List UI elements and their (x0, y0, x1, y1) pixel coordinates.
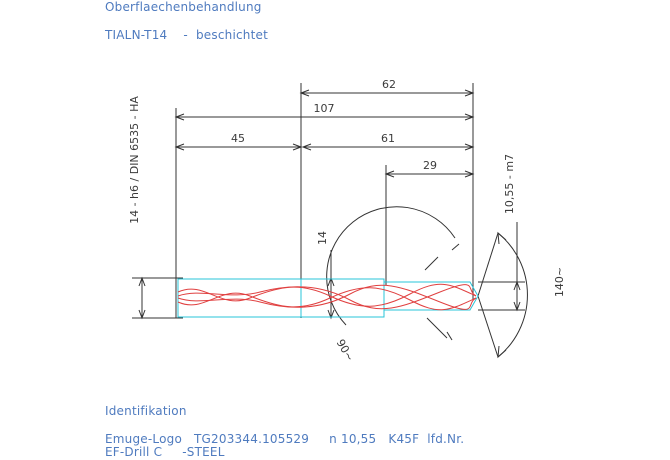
dim-1055: 10,55 - m7 (503, 154, 516, 214)
arc-140 (497, 232, 528, 358)
identification-line-1: Emuge-Logo TG203344.105529 n 10,55 K45F … (105, 432, 465, 446)
shank-outline (177, 278, 385, 318)
arrow (299, 89, 310, 97)
dim-45: 45 (231, 132, 245, 145)
dim-107: 107 (314, 102, 335, 115)
dim-61: 61 (381, 132, 395, 145)
angle-90: 90~ (334, 337, 357, 364)
identification-heading: Identifikation (105, 404, 187, 418)
surface-treatment-heading: Oberflaechenbehandlung (105, 0, 262, 14)
arrow (464, 89, 475, 97)
angle-140: 140~ (553, 267, 566, 297)
helix-flutes (177, 283, 477, 311)
coating-spec: TIALN-T14 - beschichtet (105, 28, 268, 42)
arc-90 (326, 206, 456, 326)
dim-14: 14 (316, 231, 329, 245)
dim-62: 62 (382, 78, 396, 91)
identification-line-2: EF-Drill C -STEEL (105, 445, 225, 459)
shank-spec: 14 - h6 / DIN 6535 - HA (128, 96, 141, 224)
dim-29: 29 (423, 159, 437, 172)
